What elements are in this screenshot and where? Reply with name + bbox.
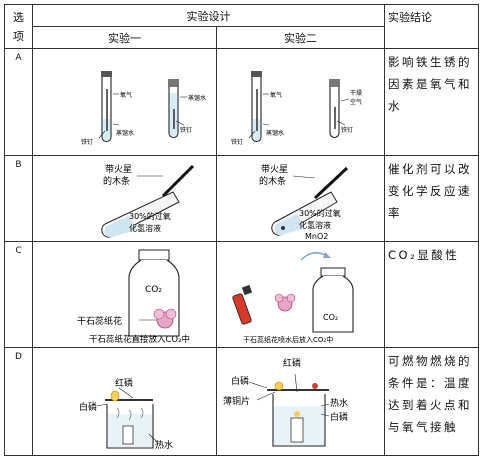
label-red-phosphorus: 红磷 <box>283 357 301 369</box>
option-a: A <box>4 48 33 156</box>
label-hot-water: 热水 <box>330 397 348 409</box>
option-d: D <box>4 347 33 456</box>
label-white-phosphorus: 白磷 <box>231 375 249 387</box>
label-water: 蒸馏水 <box>266 129 284 137</box>
row-c-exp1: CO₂ 干石蕊纸花 干石蕊纸花直接放入CO₂中 <box>32 241 217 348</box>
conclusion-a: 影响铁生锈的因素是氧气和水 <box>384 48 479 156</box>
row-d-exp2: 红磷 白磷 薄铜片 热水 白磷 <box>216 347 385 456</box>
header-exp1: 实验一 <box>32 26 217 49</box>
option-c: C <box>4 241 33 348</box>
label-copper-sheet: 薄铜片 <box>223 395 250 407</box>
label-h2o2-solution: 化氢溶液 <box>129 223 161 233</box>
label-nail: 铁钉 <box>180 126 192 134</box>
caption-c1: 干石蕊纸花直接放入CO₂中 <box>89 334 190 345</box>
label-red-phosphorus: 红磷 <box>115 377 133 389</box>
label-nail: 铁钉 <box>341 126 353 134</box>
label-splint: 带火星 <box>105 164 132 175</box>
label-nail: 铁钉 <box>231 138 243 146</box>
label-white-phosphorus: 白磷 <box>330 411 348 423</box>
combustion-diagram-1: 红磷 白磷 热水 <box>79 377 173 451</box>
label-co2: CO₂ <box>323 313 338 322</box>
label-litmus-flower: 干石蕊纸花 <box>77 315 122 327</box>
option-b: B <box>4 155 33 242</box>
label-dry-air: 干燥 <box>350 89 362 97</box>
label-splint: 的木条 <box>103 175 130 187</box>
label-white-phosphorus: 白磷 <box>79 401 97 413</box>
label-h2o2-solution: 30%的过氧 <box>129 211 171 221</box>
label-h2o2-solution: 化氢溶液 <box>299 220 331 230</box>
header-option: 选项 <box>4 4 33 49</box>
label-h2o2-solution: 30%的过氧 <box>299 208 341 218</box>
conclusion-d: 可燃物燃烧的条件是：温度达到着火点和与氧气接触 <box>384 347 479 456</box>
label-dry-air: 空气 <box>350 98 362 106</box>
header-exp2: 实验二 <box>216 26 385 49</box>
row-b-exp2: 带火星 的木条 30%的过氧 化氢溶液 MnO2 <box>216 155 385 242</box>
catalyst-diagram-2: 带火星 的木条 30%的过氧 化氢溶液 MnO2 <box>259 164 349 241</box>
conclusion-b: 催化剂可以改变化学反应速率 <box>384 155 479 242</box>
catalyst-diagram-1: 带火星 的木条 30%的过氧 化氢溶液 <box>101 164 195 238</box>
label-water: 蒸馏水 <box>116 129 134 137</box>
rust-test-tubes-diagram-1: 氧气 蒸馏水 铁钉 蒸馏水 铁钉 <box>81 71 206 146</box>
conclusion-c: CO₂显酸性 <box>384 241 479 348</box>
row-c-exp2: CO₂ 干石蕊纸花喷水后放入CO₂中 <box>216 241 385 348</box>
co2-bottle-diagram-2: CO₂ 干石蕊纸花喷水后放入CO₂中 <box>232 252 354 344</box>
caption-c2: 干石蕊纸花喷水后放入CO₂中 <box>243 335 333 344</box>
combustion-diagram-2: 红磷 白磷 薄铜片 热水 白磷 <box>223 357 348 447</box>
row-d-exp1: 红磷 白磷 热水 <box>32 347 217 456</box>
label-nail: 铁钉 <box>81 138 93 146</box>
label-oxygen: 氧气 <box>270 91 282 99</box>
row-b-exp1: 带火星 的木条 30%的过氧 化氢溶液 <box>32 155 217 242</box>
row-a-exp2: 氧气 蒸馏水 铁钉 干燥 空气 铁钉 <box>216 48 385 156</box>
experiment-table: 选项 实验设计 实验结论 实验一 实验二 A 氧气 蒸馏水 铁钉 <box>4 4 479 456</box>
label-splint: 带火星 <box>261 164 288 175</box>
label-mno2: MnO2 <box>305 232 328 241</box>
label-distilled-water: 蒸馏水 <box>188 94 206 102</box>
label-hot-water: 热水 <box>155 439 173 451</box>
rust-test-tubes-diagram-2: 氧气 蒸馏水 铁钉 干燥 空气 铁钉 <box>231 71 362 146</box>
header-conclusion: 实验结论 <box>384 4 479 49</box>
label-oxygen: 氧气 <box>120 91 132 99</box>
label-splint: 的木条 <box>259 175 286 187</box>
header-design: 实验设计 <box>32 4 385 27</box>
row-a-exp1: 氧气 蒸馏水 铁钉 蒸馏水 铁钉 <box>32 48 217 156</box>
co2-bottle-diagram-1: CO₂ 干石蕊纸花 干石蕊纸花直接放入CO₂中 <box>77 249 190 345</box>
label-co2: CO₂ <box>145 285 162 295</box>
